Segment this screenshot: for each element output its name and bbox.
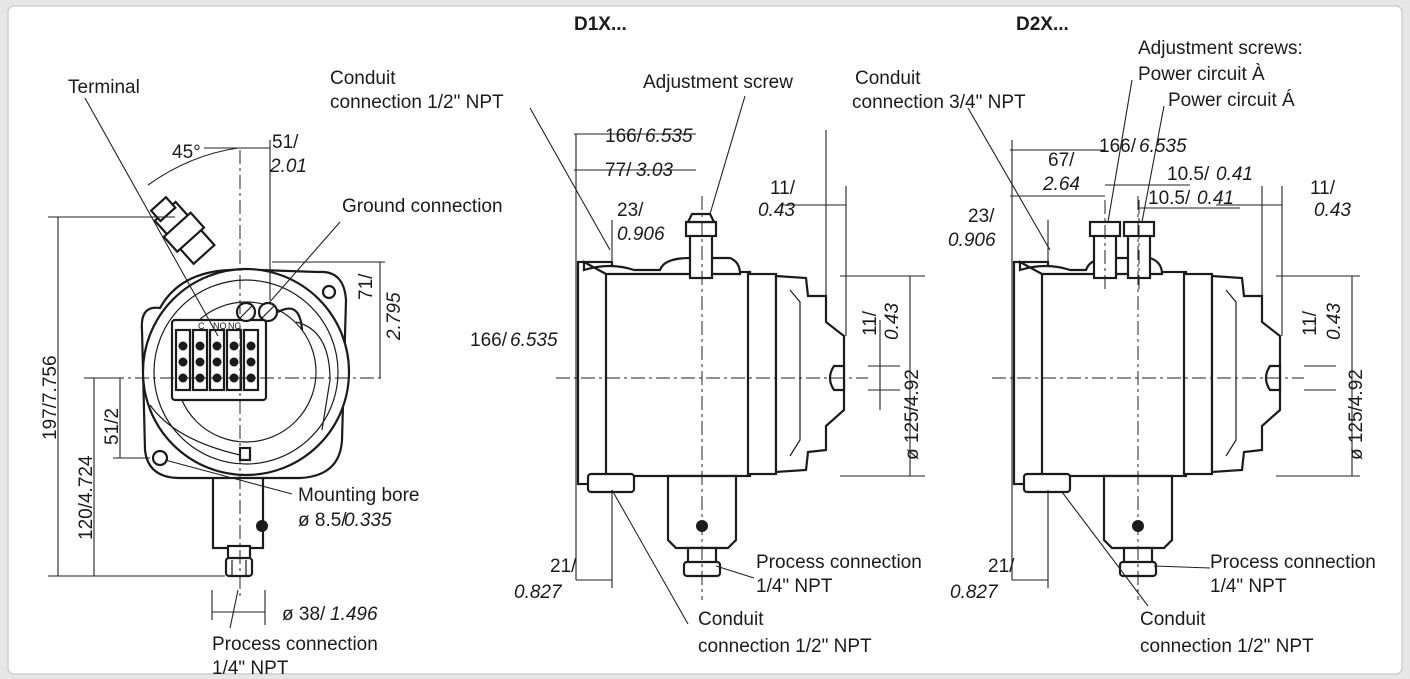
d2x-process-1: Process connection — [1210, 552, 1376, 573]
d1x-process-2: 1/4" NPT — [756, 576, 833, 597]
d2x-dim-11v-b: 0.43 — [1324, 303, 1345, 340]
process-label-2: 1/4" NPT — [212, 658, 289, 679]
dia-38a: ø 38/ — [282, 604, 326, 625]
terminal-screw — [212, 357, 222, 367]
d1x-dim-166-left-a: 166/ — [470, 330, 508, 351]
d1x-view — [529, 95, 925, 625]
d2x-dim-166a: 166/ — [1099, 136, 1137, 157]
d2x-dim-166b: 6.535 — [1139, 136, 1187, 157]
terminal-label-text: C — [198, 321, 205, 331]
d1x-dim-77b: 3.03 — [636, 160, 673, 181]
terminal-screw — [178, 357, 188, 367]
dim-51-lower: 2.01 — [269, 156, 307, 177]
d1x-dim-125: ø 125/4.92 — [902, 369, 923, 460]
d2x-dim-11a: 11/ — [1310, 178, 1336, 199]
terminal-screw — [246, 341, 256, 351]
mount-label-2a: ø 8.5/ — [298, 510, 347, 531]
dim-120: 120/4.724 — [76, 455, 97, 540]
terminal-screw — [229, 357, 239, 367]
d1x-conduit-b-2: connection 1/2" NPT — [698, 636, 872, 657]
d1x-dim-11a: 11/ — [770, 178, 796, 199]
d1x-dim-11b: 0.43 — [758, 200, 795, 221]
dia-38b: 1.496 — [330, 604, 378, 625]
angle-label: 45° — [172, 142, 201, 163]
d1x-conduit-r-1: Conduit — [855, 68, 921, 89]
terminal-screw — [178, 373, 188, 383]
dim-71-upper: 71/ — [356, 273, 377, 300]
d1x-dim-21a: 21/ — [550, 556, 577, 577]
d2x-process-2: 1/4" NPT — [1210, 576, 1287, 597]
d1x-dim-77a: 77/ — [605, 160, 632, 181]
d1x-process-1: Process connection — [756, 552, 922, 573]
d1x-conduit-b-1: Conduit — [698, 609, 764, 630]
d2x-adj-title: Adjustment screws: — [1138, 38, 1303, 59]
d2x-power-2: Power circuit Á — [1168, 90, 1295, 111]
d1x-dim-166-left-b: 6.535 — [510, 330, 558, 351]
terminal-screw — [229, 373, 239, 383]
d2x-dim-23a: 23/ — [968, 206, 995, 227]
mount-label-2b: 0.335 — [344, 510, 392, 531]
d1x-dim-166a: 166/ — [605, 126, 643, 147]
d2x-dim-11b: 0.43 — [1314, 200, 1351, 221]
ground-label: Ground connection — [342, 196, 503, 217]
d2x-conduit-b-1: Conduit — [1140, 609, 1206, 630]
d2x-title: D2X... — [1016, 14, 1069, 35]
terminal-label-text: NO — [213, 321, 227, 331]
d2x-view — [967, 79, 1360, 607]
d2x-dim-21b: 0.827 — [950, 582, 999, 603]
d1x-title: D1X... — [574, 14, 627, 35]
d1x-conduit-top-1: Conduit — [330, 68, 396, 89]
d2x-dim-105-2b: 0.41 — [1197, 188, 1234, 209]
terminal-screw — [195, 373, 205, 383]
terminal-screw — [246, 373, 256, 383]
dim-51-2: 51/2 — [102, 408, 123, 445]
d2x-conduit-b-2: connection 1/2" NPT — [1140, 636, 1314, 657]
d1x-adj-label: Adjustment screw — [643, 72, 793, 93]
dim-197: 197/7.756 — [40, 355, 61, 440]
d1x-dim-21b: 0.827 — [514, 582, 563, 603]
d2x-dim-105-2a: 10.5/ — [1148, 188, 1191, 209]
terminal-screw — [195, 357, 205, 367]
mount-label-1: Mounting bore — [298, 485, 419, 506]
d1x-conduit-r-2: connection 3/4" NPT — [852, 92, 1026, 113]
terminal-screw — [246, 357, 256, 367]
terminal-screw — [229, 341, 239, 351]
dim-71-lower: 2.795 — [384, 292, 405, 341]
d1x-conduit-top-2: connection 1/2" NPT — [330, 92, 504, 113]
d1x-dim-11v-b: 0.43 — [882, 303, 903, 340]
d2x-dim-67a: 67/ — [1048, 150, 1075, 171]
labels: D1X... D2X... Terminal 45° 51/ 2.01 Grou… — [40, 14, 1376, 679]
terminal-screw — [178, 341, 188, 351]
process-label-1: Process connection — [212, 634, 378, 655]
d1x-dim-23b: 0.906 — [617, 224, 665, 245]
d2x-dim-105-1a: 10.5/ — [1167, 164, 1210, 185]
terminal-label: Terminal — [68, 77, 140, 98]
terminal-label-text: NC — [228, 321, 241, 331]
d2x-dim-125: ø 125/4.92 — [1346, 369, 1367, 460]
d2x-dim-105-1b: 0.41 — [1216, 164, 1253, 185]
d2x-dim-67b: 2.64 — [1042, 174, 1080, 195]
d2x-dim-23b: 0.906 — [948, 230, 996, 251]
d2x-dim-11v-a: 11/ — [1300, 310, 1321, 336]
d1x-dim-23a: 23/ — [617, 200, 644, 221]
d1x-dim-166b: 6.535 — [645, 126, 693, 147]
d2x-dim-21a: 21/ — [988, 556, 1015, 577]
dim-51-upper: 51/ — [272, 132, 299, 153]
terminal-screw — [195, 341, 205, 351]
d1x-dim-11v-a: 11/ — [860, 310, 881, 336]
d2x-power-1: Power circuit À — [1138, 64, 1265, 85]
terminal-screw — [212, 341, 222, 351]
